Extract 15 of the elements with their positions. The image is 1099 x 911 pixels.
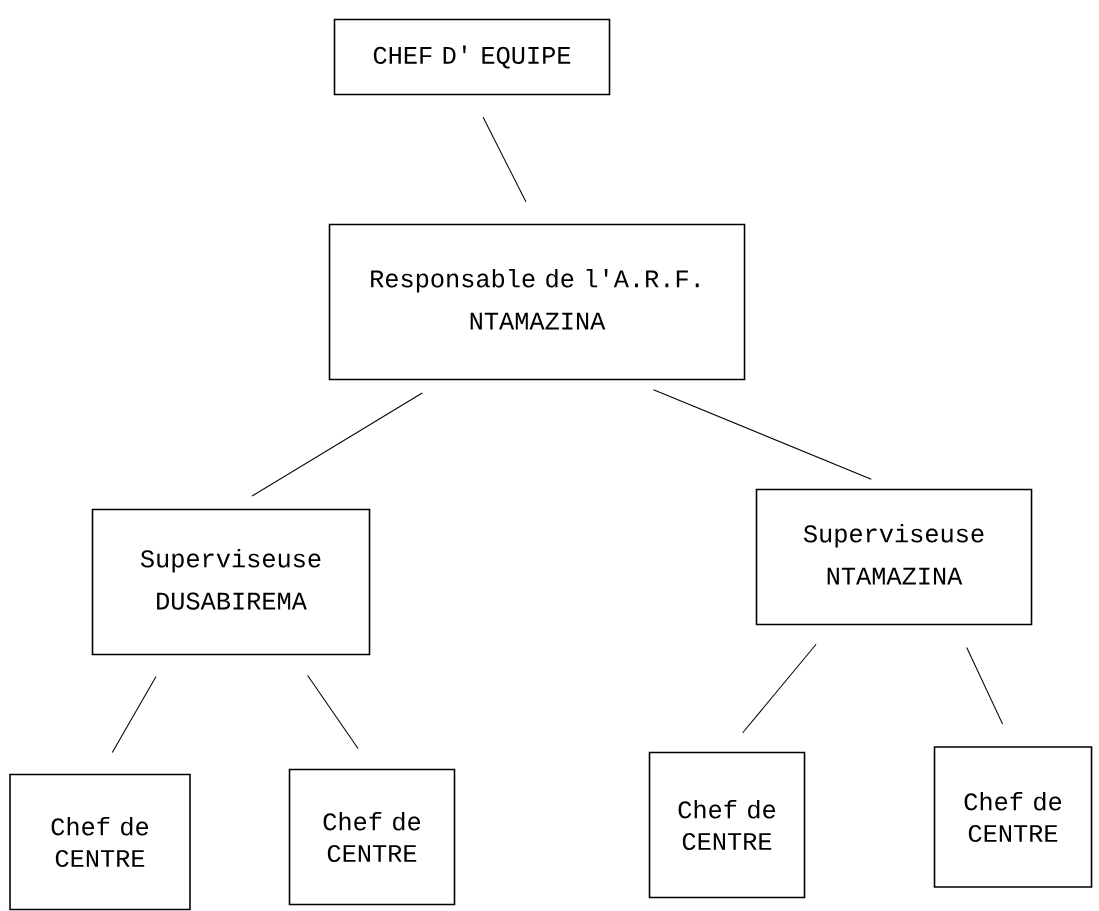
connector-line [111,676,157,753]
org-box: Responsable de l'A.R.F. NTAMAZINA [328,223,746,381]
connector-line [482,116,527,203]
connector-line [652,389,872,480]
connector-line [742,643,817,734]
org-box: Chef de CENTRE [9,773,191,911]
connector-line [966,647,1004,725]
org-box: Chef de CENTRE [933,746,1093,888]
org-box: Chef de CENTRE [648,751,806,899]
org-box: Chef de CENTRE [288,768,456,906]
org-box: CHEF D' EQUIPE [333,18,611,96]
org-box: Superviseuse DUSABIREMA [91,508,371,656]
connector-line [307,675,359,749]
org-box: Superviseuse NTAMAZINA [755,488,1033,626]
connector-line [251,392,423,497]
